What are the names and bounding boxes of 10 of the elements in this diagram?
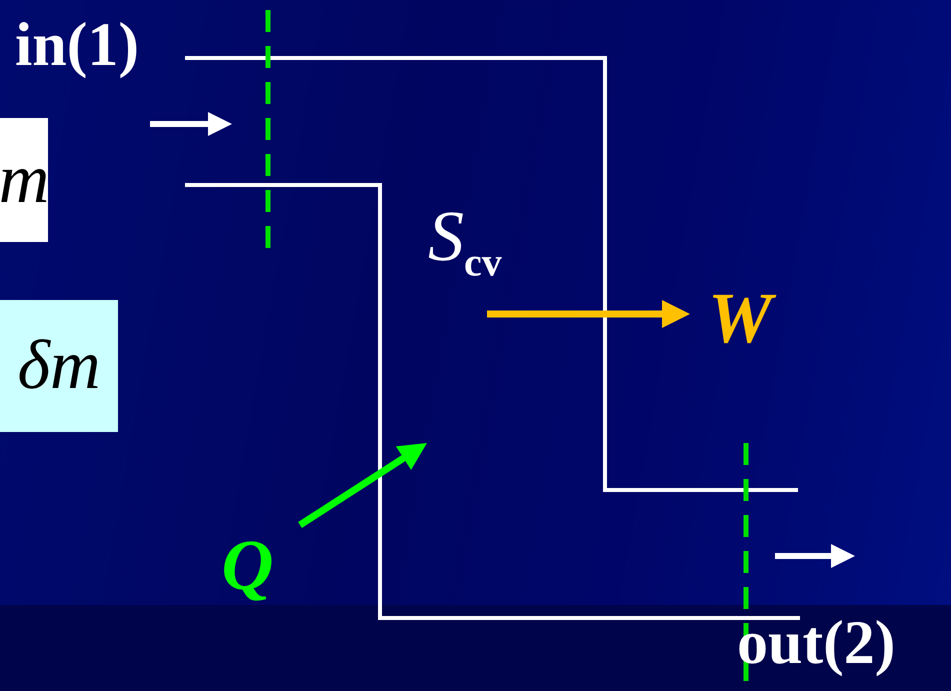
heat-arrow xyxy=(298,443,427,528)
inlet-label: in(1) xyxy=(15,14,139,76)
symbol-text: m xyxy=(0,145,50,215)
heat-label: Q xyxy=(222,529,274,601)
work-arrow xyxy=(487,300,690,328)
outlet-label: out(2) xyxy=(737,612,896,674)
symbol-text: δm xyxy=(17,331,101,401)
mass-increment-box xyxy=(0,300,118,432)
mass-box xyxy=(0,118,48,242)
control-volume-label: S$_{cv}$ xyxy=(428,200,502,282)
